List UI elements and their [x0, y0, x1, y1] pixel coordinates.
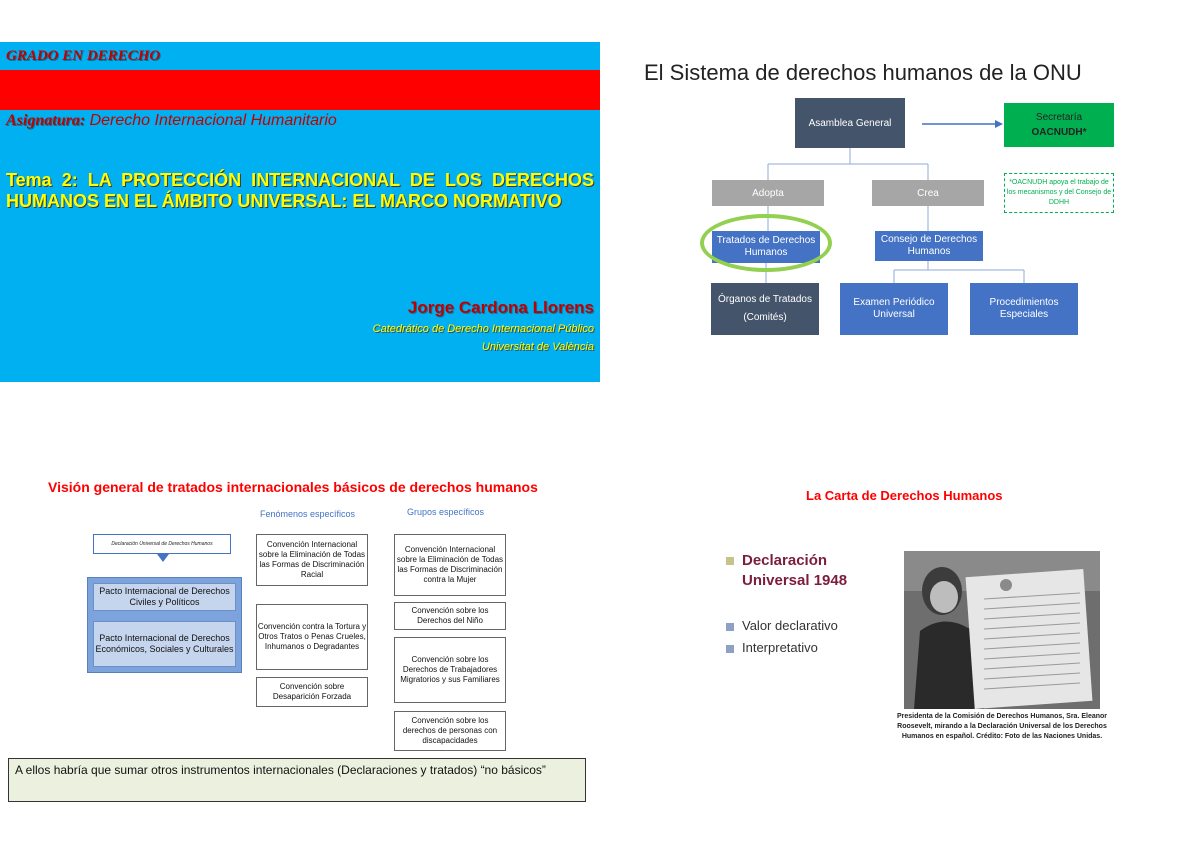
author-name: Jorge Cardona Llorens	[407, 298, 594, 317]
declaracion-box: Declaración Universal de Derechos Humano…	[93, 534, 231, 554]
degree-label: GRADO EN DERECHO	[6, 48, 161, 64]
bullet-square-icon	[726, 622, 734, 631]
crpd-box: Convención sobre los derechos de persona…	[394, 711, 506, 751]
bullet-square-icon	[726, 644, 734, 653]
bullet-valor: Valor declarativo	[726, 618, 838, 633]
author-university: Universitat de València	[481, 341, 594, 353]
header-grupos: Grupos específicos	[407, 507, 485, 517]
bullet-valor-text: Valor declarativo	[742, 618, 838, 633]
roosevelt-photo	[904, 551, 1100, 709]
asamblea-general-box: Asamblea General	[795, 98, 905, 148]
oacnudh-note: *OACNUDH apoya el trabajo de los mecanis…	[1004, 173, 1114, 213]
secretaria-box: Secretaría OACNUDH*	[1004, 103, 1114, 147]
cmw-box: Convención sobre los Derechos de Trabaja…	[394, 637, 506, 703]
photo-caption: Presidenta de la Comisión de Derechos Hu…	[896, 713, 1108, 740]
cerd-box: Convención Internacional sobre la Elimin…	[256, 534, 368, 586]
bullet-square-icon	[726, 557, 734, 566]
procedimientos-box: Procedimientos Especiales	[970, 283, 1078, 335]
cedaw-box: Convención Internacional sobre la Elimin…	[394, 534, 506, 596]
subject-label: Asignatura:	[6, 112, 86, 129]
red-bar	[0, 70, 600, 110]
main-bullet: Declaración Universal 1948	[726, 551, 892, 591]
ced-box: Convención sobre Desaparición Forzada	[256, 677, 368, 707]
carta-title: La Carta de Derechos Humanos	[806, 488, 1003, 503]
pacto-civiles-box: Pacto Internacional de Derechos Civiles …	[93, 583, 236, 611]
arrow-down-icon	[157, 554, 169, 562]
treaties-title: Visión general de tratados internacional…	[48, 479, 538, 495]
pacto-economicos-box: Pacto Internacional de Derechos Económic…	[93, 621, 236, 667]
author-position: Catedrático de Derecho Internacional Púb…	[372, 323, 594, 335]
cat-box: Convención contra la Tortura y Otros Tra…	[256, 604, 368, 670]
highlight-ellipse	[700, 214, 832, 272]
consejo-box: Consejo de Derechos Humanos	[875, 231, 983, 261]
un-system-title: El Sistema de derechos humanos de la ONU	[644, 60, 1082, 85]
organos-label: Órganos de Tratados	[718, 294, 812, 305]
title-slide: GRADO EN DERECHO Asignatura: Derecho Int…	[0, 42, 600, 382]
main-bullet-text: Declaración Universal 1948	[742, 552, 848, 589]
oacnudh-label: OACNUDH*	[1031, 127, 1087, 138]
examen-periodico-box: Examen Periódico Universal	[840, 283, 948, 335]
subject-value: Derecho Internacional Humanitario	[85, 112, 337, 129]
secretaria-label: Secretaría	[1035, 112, 1083, 123]
organos-box: Órganos de Tratados (Comités)	[711, 283, 819, 335]
header-fenomenos: Fenómenos específicos	[260, 509, 356, 519]
crea-box: Crea	[872, 180, 984, 206]
bullet-interpretativo-text: Interpretativo	[742, 640, 818, 655]
arrow-head-icon	[995, 120, 1003, 128]
adopta-box: Adopta	[712, 180, 824, 206]
footer-note: A ellos habría que sumar otros instrumen…	[8, 758, 586, 802]
bullet-interpretativo: Interpretativo	[726, 640, 818, 655]
crc-box: Convención sobre los Derechos del Niño	[394, 602, 506, 630]
topic-title: Tema 2: LA PROTECCIÓN INTERNACIONAL DE L…	[6, 170, 594, 211]
photo-illustration	[904, 551, 1100, 709]
comites-label: (Comités)	[743, 312, 787, 323]
subject-line: Asignatura: Derecho Internacional Humani…	[6, 112, 337, 130]
